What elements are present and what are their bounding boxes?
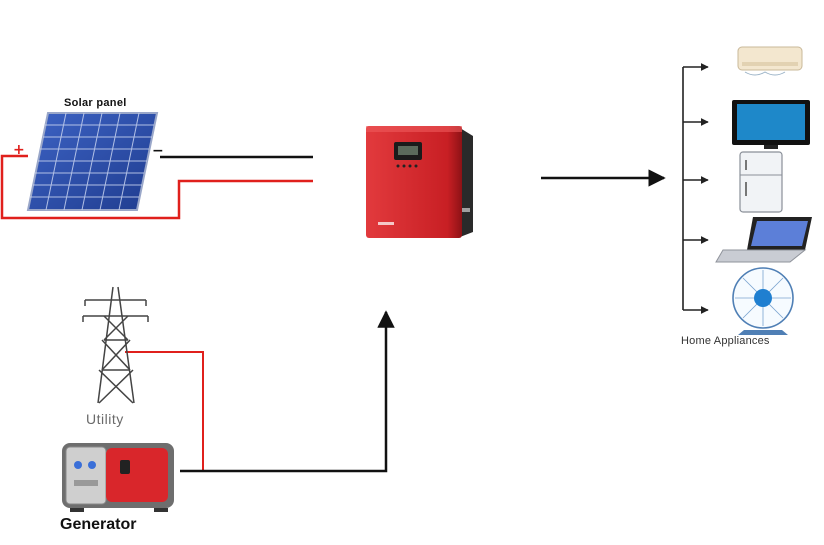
home-appliances-label: Home Appliances (681, 335, 770, 347)
utility-label: Utility (86, 411, 124, 427)
dc-wiring (0, 154, 313, 220)
television-icon (732, 100, 810, 149)
positive-terminal-sign: + (13, 142, 25, 158)
solar-panel-icon (26, 112, 159, 211)
generator-to-inverter-arrow (180, 310, 395, 473)
ac-input-wiring (125, 310, 395, 473)
solar-panel-label: Solar panel (64, 97, 127, 109)
refrigerator-icon (739, 151, 783, 213)
appliance-bus (682, 63, 709, 314)
air-conditioner-icon (737, 46, 803, 76)
utility-tower-icon (82, 286, 149, 404)
dc-positive-wire (0, 154, 313, 220)
generator-label: Generator (60, 516, 137, 533)
laptop-icon (715, 217, 812, 263)
inverter-icon (366, 126, 473, 238)
negative-terminal-sign: − (152, 143, 164, 159)
fan-icon (732, 267, 794, 335)
generator-icon (62, 443, 174, 512)
